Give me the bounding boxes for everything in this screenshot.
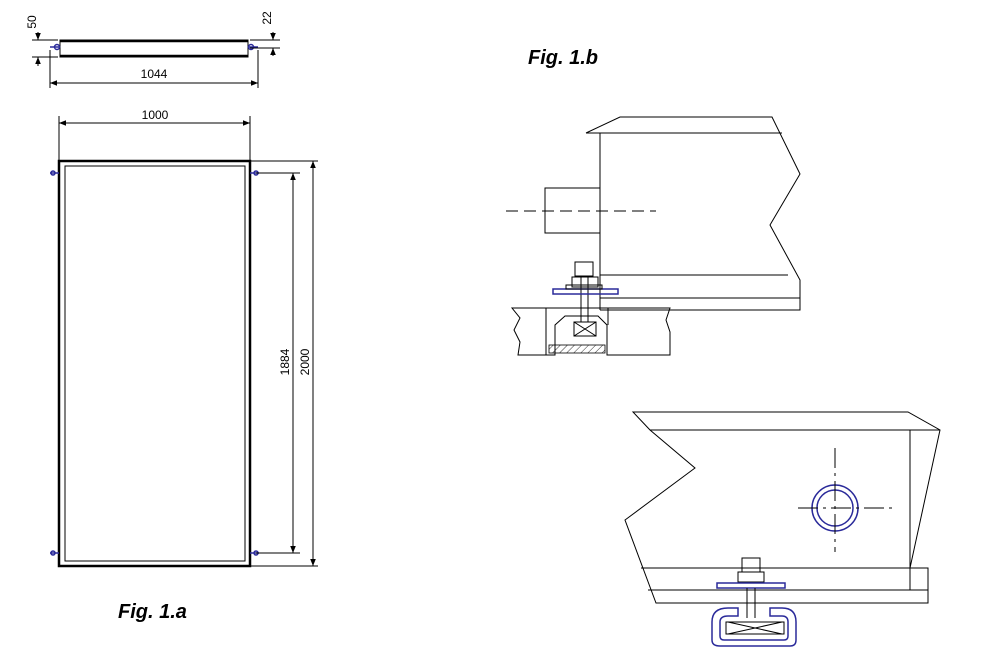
washer-2 [716, 582, 786, 589]
nut-slot [573, 321, 597, 337]
panel-section [585, 116, 801, 311]
panel-absorber [64, 165, 246, 562]
rail-channel [548, 344, 606, 354]
dim-edge-height: 50 [25, 15, 39, 29]
bolt-head [574, 261, 594, 277]
dim-edge-inset: 22 [260, 11, 274, 25]
panel-front-view: 1000 1884 2000 Fig. 1.a [50, 108, 318, 623]
dim-overall-width: 1044 [141, 67, 168, 81]
substrate [510, 307, 671, 356]
panel-section-2 [624, 411, 941, 604]
dim-inner-height: 1884 [278, 348, 292, 375]
mount-detail-rail [624, 411, 941, 647]
dim-panel-height: 2000 [298, 348, 312, 375]
panel-frame [57, 159, 252, 568]
dim-panel-width: 1000 [142, 108, 169, 122]
edge-profile [59, 39, 249, 58]
caption-fig-a: Fig. 1.a [118, 601, 187, 623]
edge-view: 50 22 1044 [25, 11, 280, 88]
washer [552, 288, 619, 295]
bolt-head-2 [741, 557, 761, 573]
mount-detail-flat: Fig. 1.b [506, 47, 801, 356]
caption-fig-b: Fig. 1.b [528, 47, 598, 69]
rail-profile [711, 607, 797, 647]
corner-pins [50, 170, 259, 556]
